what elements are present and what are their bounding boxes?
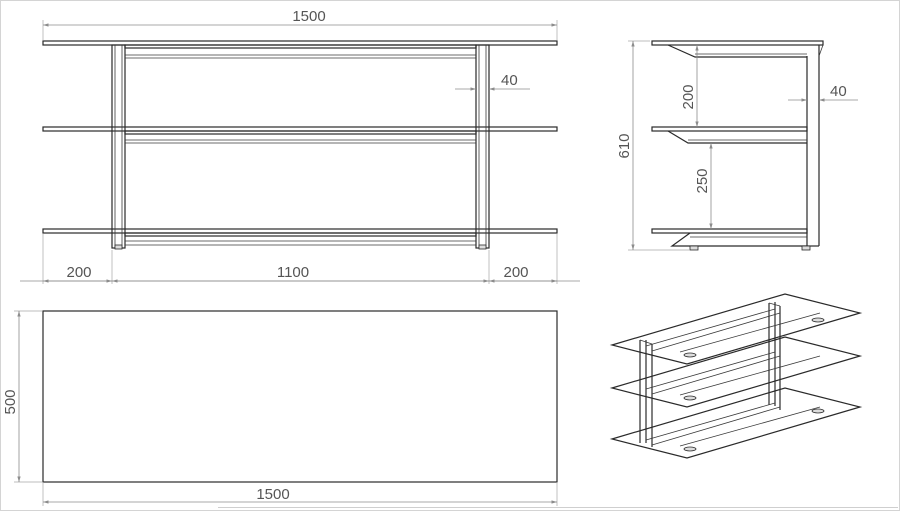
side-bottom-shelf	[651, 228, 808, 234]
side-top-shelf	[651, 40, 824, 46]
front-width-label: 1500	[292, 8, 325, 25]
top-width-label: 1500	[256, 486, 289, 503]
iso-feet	[683, 317, 825, 452]
left-overhang-label: 200	[66, 264, 91, 281]
front-middle-shelf	[42, 126, 558, 132]
top-depth-dimension: 500	[2, 310, 42, 483]
top-depth-label: 500	[2, 389, 19, 414]
front-right-frame	[475, 44, 490, 250]
iso-rails	[645, 308, 821, 447]
inner-span-label: 1100	[277, 264, 309, 281]
front-left-frame	[111, 44, 126, 250]
iso-top-shelf	[609, 293, 863, 365]
isometric-view	[609, 293, 863, 459]
iso-bottom-shelf	[609, 387, 863, 459]
front-thickness-label: 40	[501, 72, 518, 89]
top-width-dimension: 1500	[42, 482, 558, 506]
front-rails	[124, 44, 477, 246]
front-bottom-dimensions: 200 1100 200	[20, 234, 580, 284]
top-view-outline	[42, 310, 558, 483]
upper-gap-label: 200	[680, 84, 697, 109]
side-height-label: 610	[616, 133, 633, 158]
side-back-frame	[806, 44, 824, 247]
side-thickness-dimension: 40	[788, 83, 858, 102]
front-thickness-dimension: 40	[455, 72, 530, 91]
right-overhang-label: 200	[503, 264, 528, 281]
title-block-edge	[218, 507, 898, 512]
side-thickness-label: 40	[830, 83, 847, 100]
top-view: 1500 500	[2, 310, 558, 506]
front-bottom-shelf	[42, 228, 558, 234]
side-middle-shelf	[651, 126, 808, 132]
side-upper-gap-dimension: 200	[680, 45, 699, 127]
front-view: 1500 200 1100 200 40	[20, 8, 580, 284]
side-supports	[667, 44, 811, 251]
side-lower-gap-dimension: 250	[694, 143, 713, 229]
front-width-dimension: 1500	[42, 8, 558, 40]
lower-gap-label: 250	[694, 168, 711, 193]
iso-front-frame	[639, 339, 653, 447]
iso-middle-shelf	[609, 336, 863, 408]
side-height-dimension: 610	[616, 40, 690, 251]
side-view: 610 200 250 40	[616, 40, 858, 251]
iso-back-frame	[768, 302, 781, 410]
